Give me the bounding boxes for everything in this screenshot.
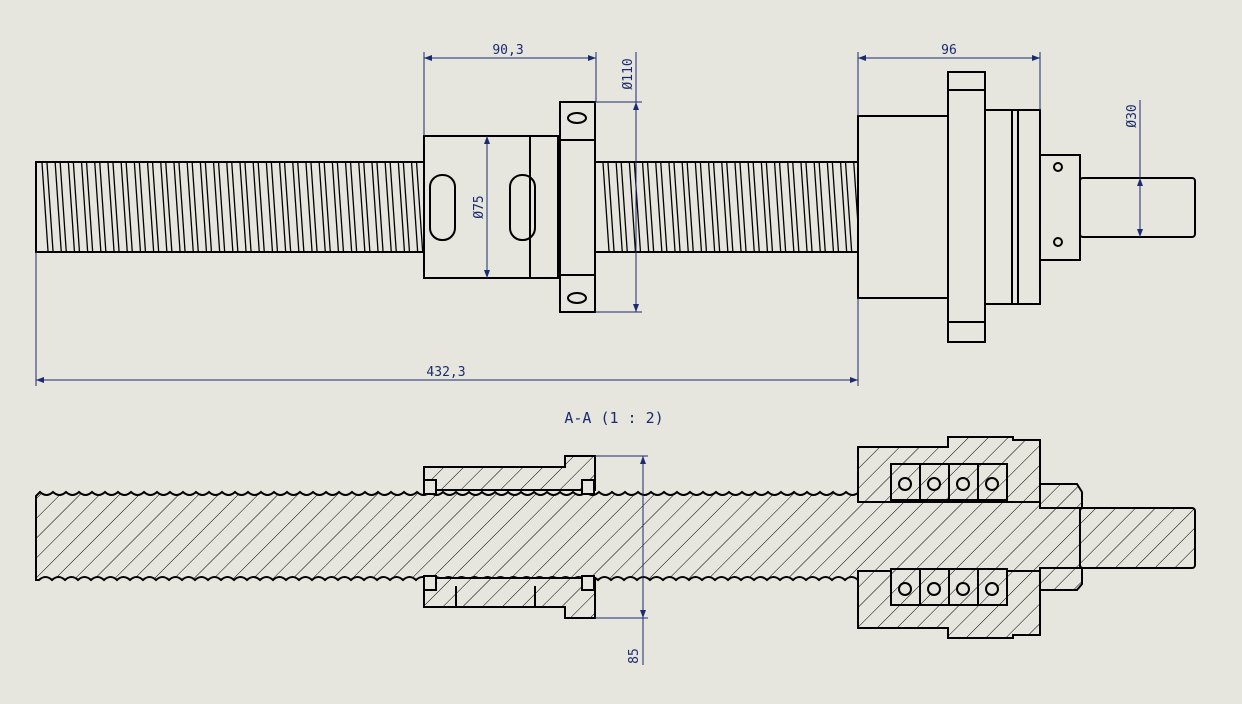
thread-line — [252, 162, 265, 252]
thread-line — [265, 162, 279, 252]
dimension-label: 90,3 — [492, 43, 523, 58]
dimension-section-height: 85 — [595, 455, 648, 665]
dimension-shaft-diameter: Ø30 — [1125, 100, 1143, 237]
thread-line — [773, 162, 787, 252]
thread-line — [734, 162, 747, 252]
dimension-label: 432,3 — [426, 365, 465, 380]
thread-line — [226, 162, 239, 252]
section-view: 85 — [35, 436, 1196, 665]
top-view: 90,3 Ø110 Ø75 96 Ø30 432,3 — [35, 43, 1196, 386]
thread-line — [602, 162, 615, 252]
bolt-hole-icon — [567, 292, 587, 304]
thread-line — [318, 162, 331, 252]
screw-threads-middle — [602, 162, 866, 252]
thread-line — [694, 162, 708, 252]
dimension-label: Ø30 — [1125, 104, 1140, 127]
thread-line — [173, 162, 186, 252]
thread-line — [668, 162, 681, 252]
bearings — [890, 463, 1008, 606]
dimension-label: Ø75 — [472, 195, 487, 218]
thread-line — [107, 162, 120, 252]
shaft-end — [1079, 177, 1196, 238]
thread-line — [54, 162, 67, 252]
thread-line — [371, 162, 384, 252]
thread-line — [615, 162, 628, 252]
bolt-hole-icon — [567, 112, 587, 124]
nut-flange — [559, 101, 596, 313]
screw-section — [35, 490, 1081, 582]
thread-line — [800, 162, 813, 252]
thread-line — [787, 162, 800, 252]
thread-line — [160, 162, 173, 252]
thread-line — [41, 162, 54, 252]
bearing-ring — [890, 463, 921, 501]
ball-nut — [423, 101, 596, 313]
screw-left — [35, 161, 427, 253]
thread-line — [305, 162, 318, 252]
ball-icon — [985, 477, 999, 491]
bearing-block — [857, 71, 1196, 343]
ball-icon — [956, 582, 970, 596]
dimension-nut-diameter: Ø75 — [472, 136, 490, 278]
ball-icon — [985, 582, 999, 596]
thread-line — [721, 162, 734, 252]
thread-line — [358, 162, 371, 252]
thread-line — [707, 162, 721, 252]
thread-line — [94, 162, 107, 252]
dimension-label: 85 — [627, 648, 642, 664]
thread-line — [331, 162, 345, 252]
thread-line — [199, 162, 213, 252]
dimension-label: Ø110 — [621, 58, 636, 89]
thread-line — [186, 162, 199, 252]
thread-line — [239, 162, 252, 252]
thread-line — [760, 162, 774, 252]
thread-line — [212, 162, 226, 252]
dimension-label: 96 — [941, 43, 957, 58]
thread-line — [813, 162, 826, 252]
thread-line — [410, 162, 424, 252]
screw-threads-left — [41, 162, 424, 252]
ball-icon — [927, 477, 941, 491]
thread-line — [641, 162, 655, 252]
slot-icon — [429, 174, 456, 241]
ball-icon — [956, 477, 970, 491]
dimension-screw-length: 432,3 — [35, 252, 859, 386]
slot-icon — [509, 174, 536, 241]
ball-icon — [898, 477, 912, 491]
dimension-nut-length: 90,3 — [423, 43, 597, 136]
ball-icon — [898, 582, 912, 596]
thread-line — [67, 162, 81, 252]
thread-line — [146, 162, 160, 252]
thread-line — [384, 162, 397, 252]
thread-line — [397, 162, 411, 252]
thread-line — [655, 162, 668, 252]
thread-line — [839, 162, 853, 252]
bearing-block-section — [857, 436, 1083, 639]
section-title: A-A (1 : 2) — [564, 409, 663, 427]
thread-line — [133, 162, 147, 252]
thread-line — [344, 162, 358, 252]
thread-line — [120, 162, 133, 252]
dimension-bearing-block-length: 96 — [857, 43, 1041, 116]
nut-section — [423, 455, 596, 619]
thread-line — [80, 162, 94, 252]
dimension-flange-diameter: Ø110 — [595, 52, 642, 313]
thread-line — [681, 162, 694, 252]
thread-line — [292, 162, 305, 252]
lock-nut — [1039, 154, 1081, 261]
shaft-end-section — [1079, 507, 1196, 569]
thread-line — [747, 162, 760, 252]
bearing-ring — [977, 568, 1008, 606]
ball-icon — [927, 582, 941, 596]
thread-line — [826, 162, 840, 252]
thread-line — [278, 162, 292, 252]
